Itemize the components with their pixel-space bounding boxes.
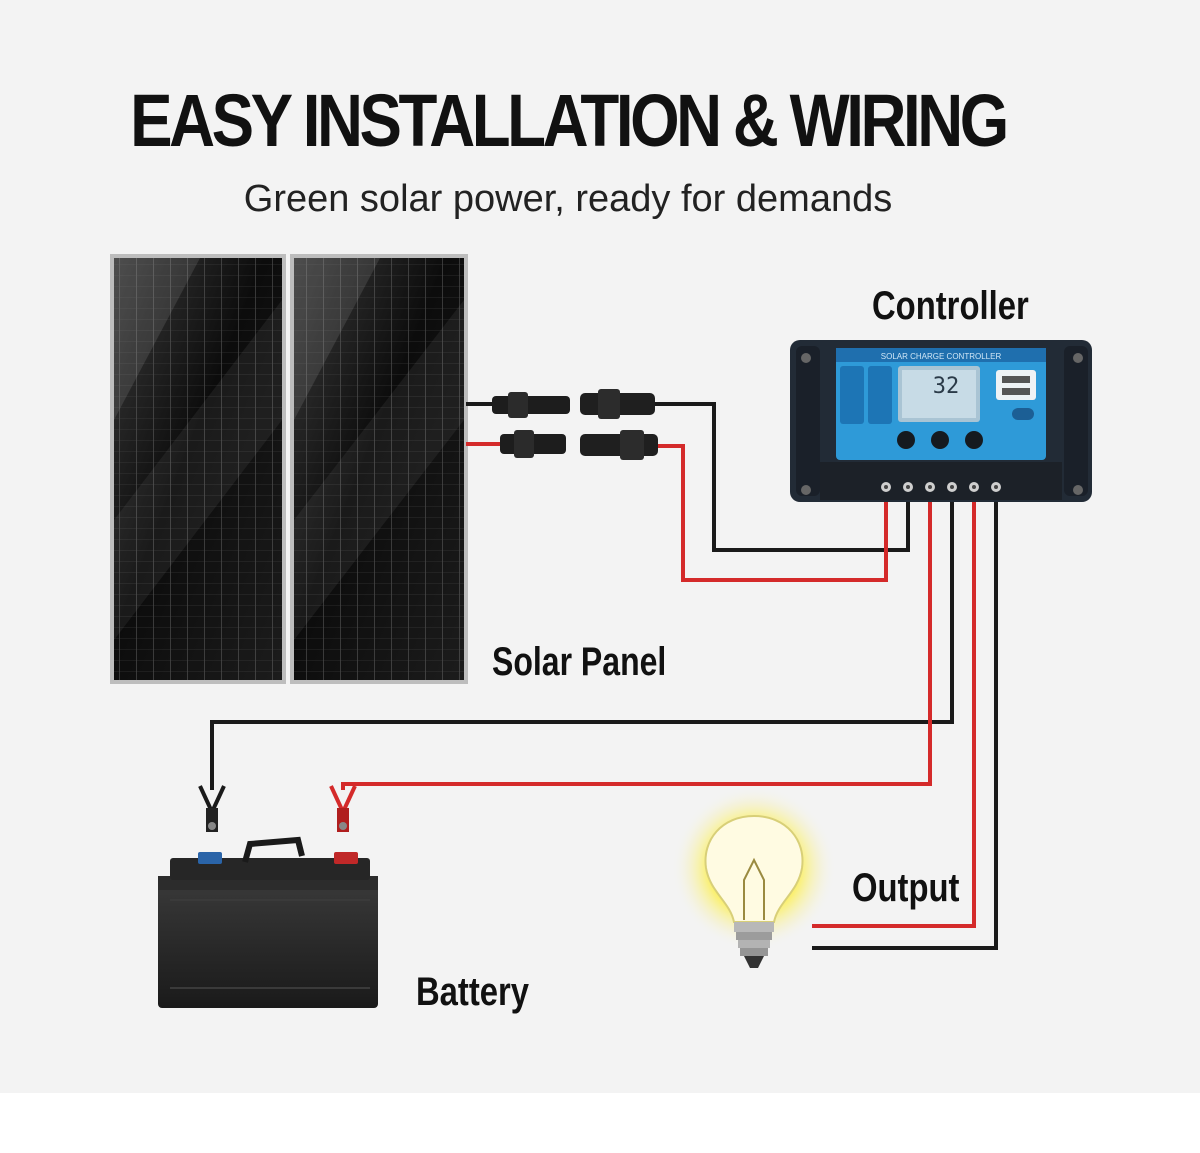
solar-panel-label: Solar Panel	[492, 640, 667, 684]
output-label: Output	[852, 866, 960, 910]
battery-clip-positive	[329, 785, 357, 832]
wire-battery-positive	[341, 490, 932, 790]
charge-controller	[790, 340, 1092, 502]
controller-faceplate-text: SOLAR CHARGE CONTROLLER	[881, 352, 1002, 361]
controller-label: Controller	[872, 284, 1029, 328]
wire-pv-negative	[655, 402, 910, 552]
bottom-margin	[0, 1093, 1200, 1153]
battery-label: Battery	[416, 970, 530, 1014]
battery-clip-negative	[198, 785, 226, 832]
panel-black-lead	[466, 392, 570, 418]
wire-pv-positive	[658, 444, 888, 582]
mc4-connector-red	[580, 430, 658, 460]
light-bulb	[672, 786, 836, 968]
solar-panel-left	[110, 254, 286, 684]
wiring-diagram: SOLAR CHARGE CONTROLLER 32	[110, 254, 1092, 1008]
battery	[158, 836, 378, 1008]
wire-output-negative	[812, 490, 998, 950]
page-subtitle: Green solar power, ready for demands	[243, 178, 893, 220]
page-title: EASY INSTALLATION & WIRING	[130, 79, 1009, 162]
solar-panel-right	[290, 254, 468, 684]
wire-battery-negative	[210, 490, 954, 790]
controller-display-value: 32	[933, 374, 960, 399]
controller-terminals	[881, 482, 1001, 492]
mc4-connector-black	[580, 389, 655, 419]
panel-red-lead	[466, 430, 566, 458]
wire-output-positive	[812, 490, 976, 928]
